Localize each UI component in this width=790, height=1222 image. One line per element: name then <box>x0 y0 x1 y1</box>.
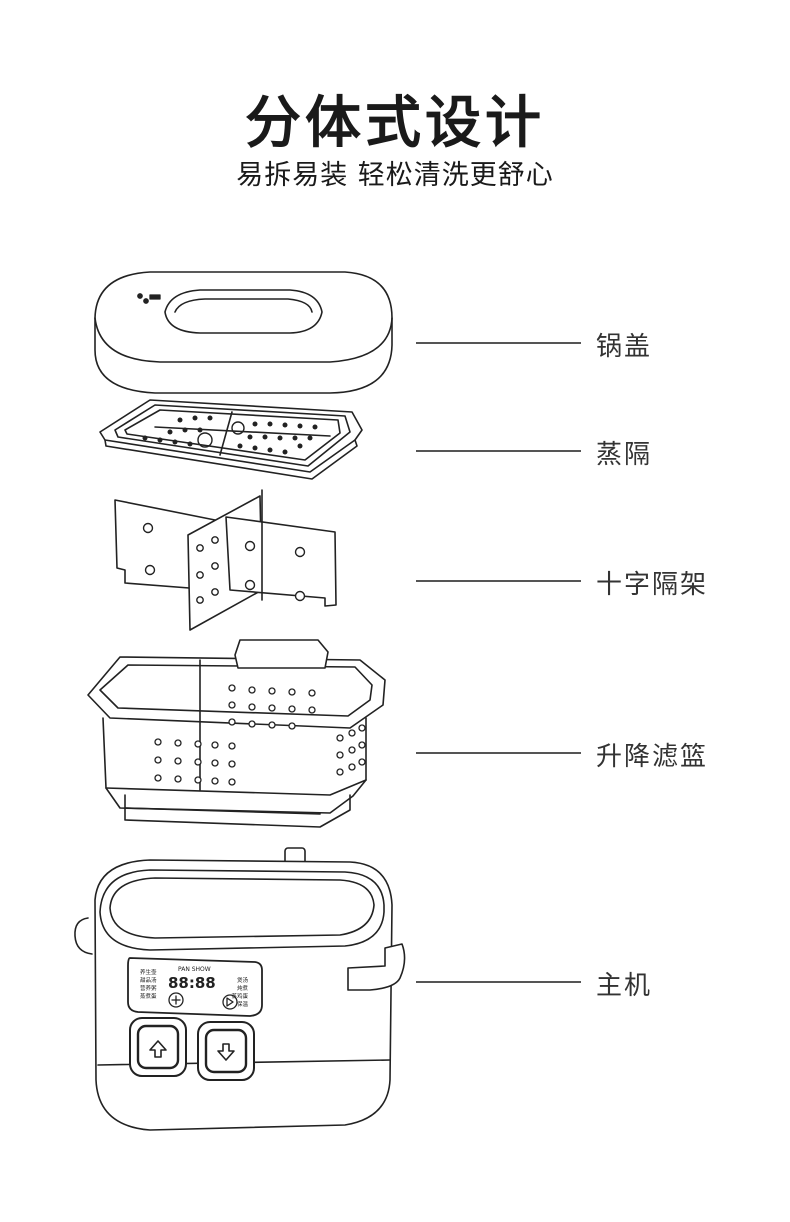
divider-holes <box>142 522 306 604</box>
lid <box>94 271 393 394</box>
steamer-holes <box>142 415 318 455</box>
arrow-up-icon <box>149 1040 167 1058</box>
page-subtitle: 易拆易装 轻松清洗更舒心 <box>236 160 554 191</box>
panel-menu-right-1: 煲汤 <box>237 976 249 984</box>
part-label-lid: 锅盖 <box>596 332 653 362</box>
panel-menu-right-4: 保温 <box>237 1000 249 1008</box>
panel-display: 88:88 <box>168 974 216 992</box>
panel-menu-left-1: 养生壶 <box>140 968 157 976</box>
play-pause-icon <box>222 994 238 1010</box>
part-label-base: 主机 <box>596 971 653 1001</box>
leader-line-base <box>416 981 581 983</box>
panel-brand: PAN SHOW <box>178 966 211 973</box>
grid-icon <box>168 992 184 1008</box>
panel-menu-right-2: 炖煮 <box>237 984 249 992</box>
lifting-basket <box>87 639 386 828</box>
leader-line-lid <box>416 342 581 344</box>
leader-line-steamer <box>416 450 581 452</box>
steamer-tray <box>99 399 363 480</box>
panel-menu-left-2: 甜品汤 <box>140 976 157 984</box>
panel-menu-left-4: 蒸煮蛋 <box>140 992 157 1000</box>
arrow-down-icon <box>217 1043 235 1061</box>
page-title: 分体式设计 <box>245 91 545 156</box>
cross-divider <box>114 489 337 631</box>
panel-menu-left-3: 营养粥 <box>140 984 157 992</box>
leader-line-basket <box>416 752 581 754</box>
base-unit <box>74 847 406 1131</box>
part-label-basket: 升降滤篮 <box>596 742 709 772</box>
part-label-steamer: 蒸隔 <box>596 440 653 470</box>
steam-icon <box>137 293 161 304</box>
panel-menu-right-3: 蒸鸡蛋 <box>231 992 248 1000</box>
leader-line-divider <box>416 580 581 582</box>
part-label-divider: 十字隔架 <box>596 570 709 600</box>
basket-holes <box>154 684 366 786</box>
